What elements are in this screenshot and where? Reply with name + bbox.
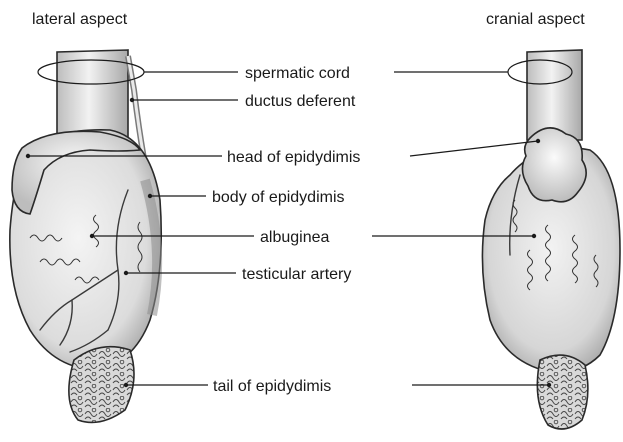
label-ductus-deferent: ductus deferent (245, 93, 356, 110)
label-head-of-epidydimis: head of epidydimis (227, 149, 360, 166)
cranial-testis-illustration (482, 50, 620, 429)
label-testicular-artery: testicular artery (242, 266, 351, 283)
label-body-of-epidydimis: body of epidydimis (212, 189, 345, 206)
label-spermatic-cord: spermatic cord (245, 65, 350, 82)
label-albuginea: albuginea (260, 229, 330, 246)
label-tail-of-epidydimis: tail of epidydimis (213, 378, 331, 395)
header-lateral-aspect: lateral aspect (32, 11, 128, 28)
header-cranial-aspect: cranial aspect (486, 11, 585, 28)
